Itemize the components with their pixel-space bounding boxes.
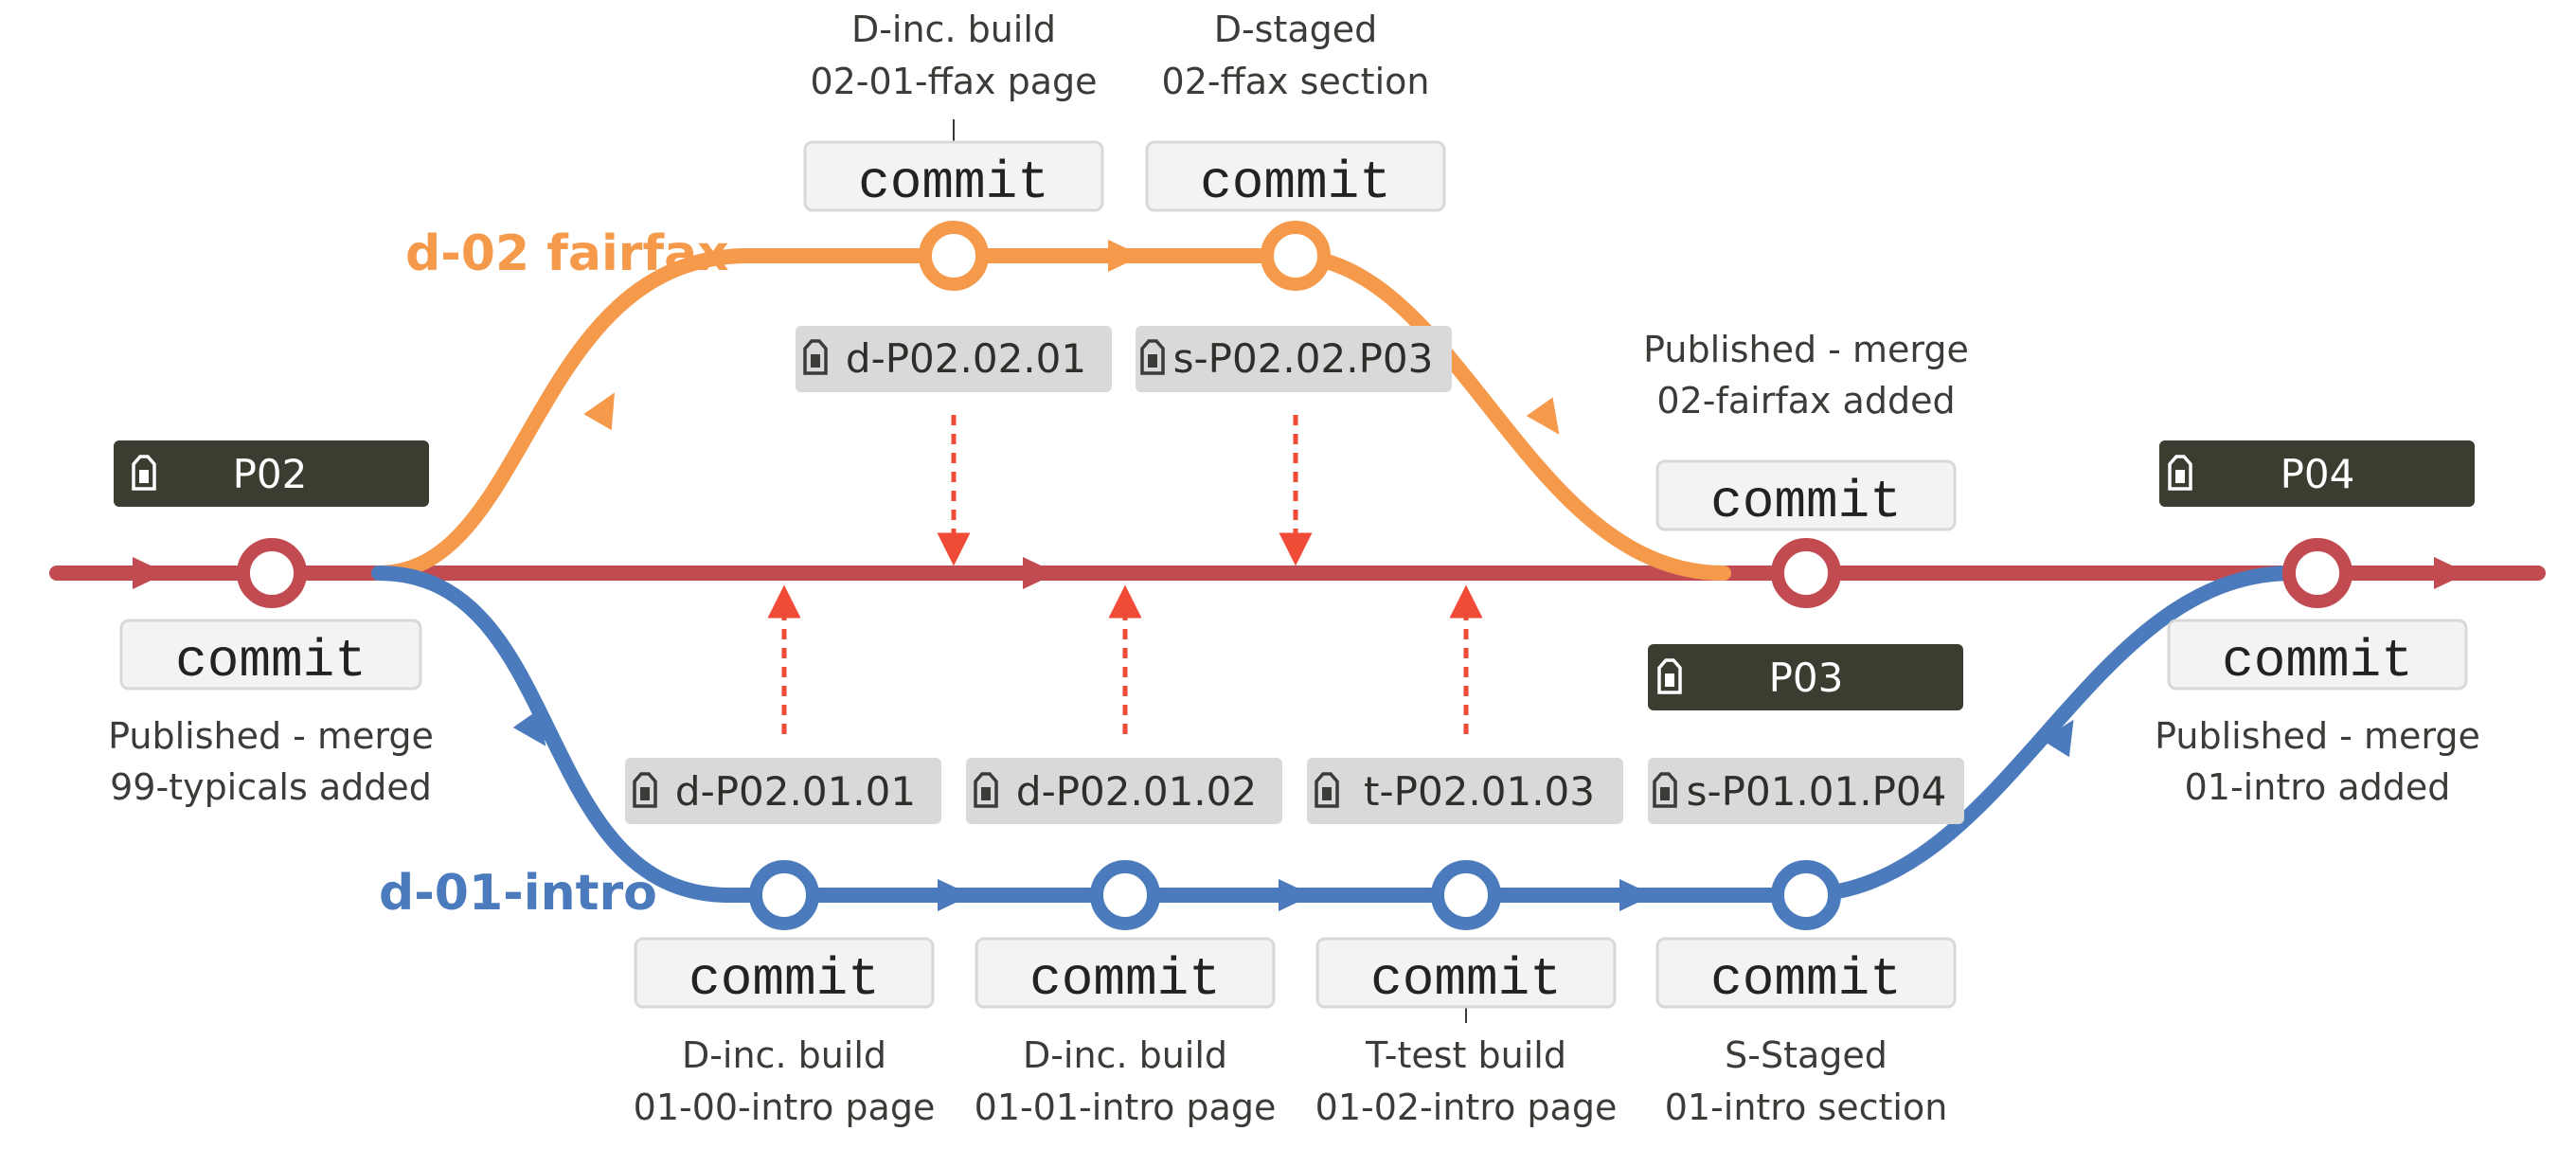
commit-box-label: commit [1370,949,1562,1010]
commit-box-label: commit [689,949,880,1010]
commit-node-main-p03[interactable] [1771,538,1841,608]
commit-desc-line: S-Staged [1725,1034,1887,1076]
commit-desc-line: Published - merge [108,715,434,757]
fairfax-arrow-icon [1108,240,1142,272]
commit-box-label: commit [175,631,367,691]
branch-label-intro: d-01-intro [379,865,657,922]
fairfax-arrow-icon [583,392,615,431]
tag-label: s-P01.01.P04 [1687,768,1947,815]
tag-icon [633,772,657,808]
intro-arrow-icon [1279,879,1313,911]
tag-icon [1657,658,1682,694]
commit-box-label: commit [858,153,1049,213]
tag-label: s-P02.02.P03 [1173,335,1434,382]
commit-box[interactable]: commit [1315,937,1617,1010]
commit-node-main-p02[interactable] [237,538,307,608]
commit-box[interactable]: commit [803,140,1104,213]
commit-box[interactable]: commit [975,937,1276,1010]
commit-box-label: commit [1200,153,1391,213]
commit-box[interactable]: commit [1655,459,1957,532]
commit-desc-line: 02-01-ffax page [810,61,1097,102]
commit-desc-line: T-test build [1365,1034,1566,1076]
commit-desc-line: 02-ffax section [1162,61,1430,102]
commit-desc-line: 01-02-intro page [1315,1086,1618,1128]
commit-box[interactable]: commit [1655,937,1957,1010]
commit-desc-line: D-inc. build [851,9,1056,50]
intro-arrow-icon [1619,879,1654,911]
commit-desc-line: 01-intro section [1665,1086,1948,1128]
commit-box-label: commit [1710,949,1902,1010]
commit-desc-line: 01-01-intro page [975,1086,1277,1128]
tag-s-p02-02-p03[interactable]: s-P02.02.P03 [1136,326,1452,392]
tag-t-p02-01-03[interactable]: t-P02.01.03 [1307,758,1623,824]
fairfax-branch-line [371,248,1731,581]
tag-icon [1653,772,1677,808]
main-arrow-icon [2434,557,2468,589]
commit-node-intro-3[interactable] [1431,860,1501,930]
commit-box[interactable]: commit [119,619,422,691]
tag-icon [974,772,998,808]
commit-desc-line: Published - merge [1643,329,1969,370]
commit-desc-line: 01-intro added [2185,766,2451,808]
commit-node-fairfax-1[interactable] [919,221,989,291]
tag-d-p02-01-01[interactable]: d-P02.01.01 [625,758,941,824]
fairfax-arrow-icon [1526,397,1560,435]
tag-label: d-P02.01.01 [675,768,916,815]
commit-desc-line: D-inc. build [1023,1034,1227,1076]
tag-d-p02-02-01[interactable]: d-P02.02.01 [796,326,1112,392]
tag-p03[interactable]: P03 [1648,644,1963,710]
tag-d-p02-01-02[interactable]: d-P02.01.02 [966,758,1282,824]
tag-icon [1315,772,1339,808]
commit-desc-line: Published - merge [2155,715,2480,757]
tag-icon [1140,339,1165,375]
tag-label: P04 [2281,451,2355,497]
tag-label: P03 [1769,655,1844,701]
tag-label: d-P02.02.01 [846,335,1086,382]
tag-label: P02 [233,451,308,497]
main-arrow-icon [133,557,167,589]
branch-label-fairfax: d-02 fairfax [405,225,729,282]
tag-label: t-P02.01.03 [1364,768,1595,815]
commit-node-intro-1[interactable] [749,860,819,930]
commit-node-main-p04[interactable] [2282,538,2352,608]
main-arrow-icon [1023,557,1057,589]
commit-box-label: commit [2222,631,2413,691]
commit-box[interactable]: commit [2167,619,2468,691]
commit-desc-line: D-inc. build [682,1034,886,1076]
commit-desc-line: 01-00-intro page [634,1086,936,1128]
tag-label: d-P02.01.02 [1016,768,1257,815]
tag-icon [2168,455,2192,491]
tag-p02[interactable]: P02 [114,440,429,507]
commit-desc-line: 99-typicals added [110,766,432,808]
intro-branch-line [371,566,2299,903]
commit-box-label: commit [1710,472,1902,532]
tag-s-p01-01-p04[interactable]: s-P01.01.P04 [1648,758,1964,824]
commit-desc-line: D-staged [1214,9,1378,50]
intro-arrow-icon [512,709,546,746]
commit-box[interactable]: commit [1145,140,1446,213]
tag-icon [132,455,156,491]
intro-arrow-icon [2042,719,2074,758]
commit-node-fairfax-2[interactable] [1261,221,1331,291]
commit-node-intro-4[interactable] [1771,860,1841,930]
commit-node-intro-2[interactable] [1090,860,1160,930]
commit-box[interactable]: commit [634,937,935,1010]
commit-desc-line: 02-fairfax added [1656,380,1955,422]
tag-p04[interactable]: P04 [2159,440,2475,507]
intro-arrow-icon [938,879,972,911]
tag-icon [803,339,828,375]
commit-box-label: commit [1029,949,1221,1010]
